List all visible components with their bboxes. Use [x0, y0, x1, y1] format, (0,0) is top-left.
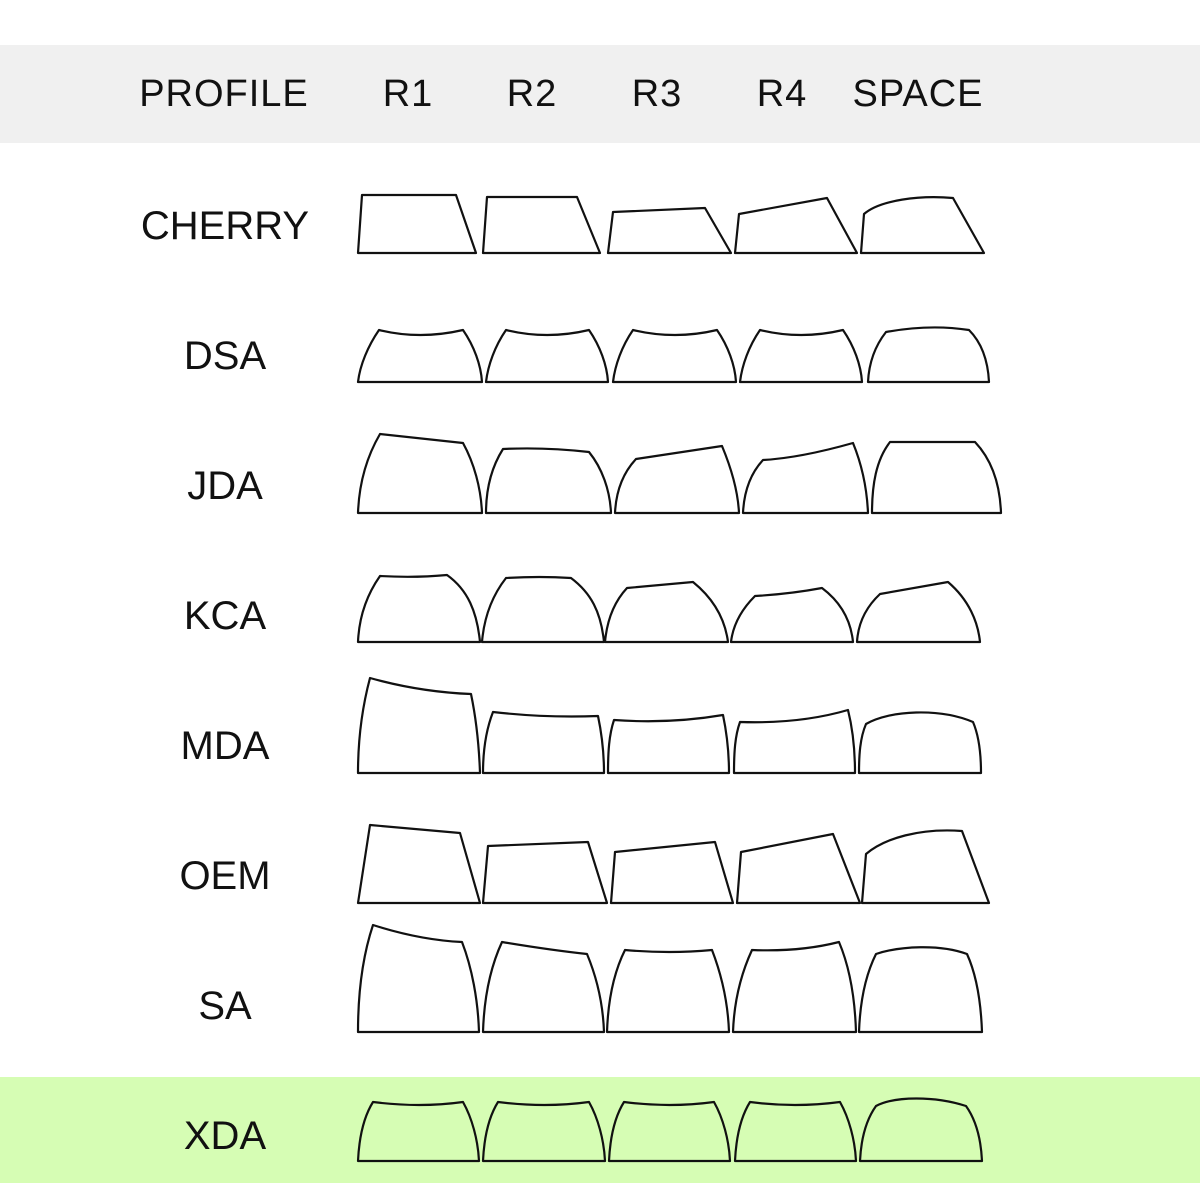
keycap-jda-r4: [741, 441, 870, 515]
keycap-oem-r3: [609, 840, 735, 905]
keycap-cherry-r2: [481, 195, 602, 255]
row-mda: [356, 676, 983, 775]
profile-label-sa: SA: [198, 984, 252, 1028]
profile-label-oem: OEM: [179, 854, 271, 898]
header-r4: R4: [756, 73, 808, 115]
keycap-sa-r2: [481, 940, 606, 1034]
keycap-mda-r2: [481, 710, 606, 775]
keycap-dsa-r4: [738, 328, 864, 384]
keycap-jda-space: [870, 440, 1003, 515]
row-cherry: [356, 193, 986, 255]
keycap-dsa-r1: [356, 328, 484, 384]
keycap-sa-r3: [605, 948, 731, 1034]
keycap-dsa-r3: [611, 328, 738, 384]
keycap-cherry-space: [859, 196, 986, 255]
keycap-sa-r1: [356, 923, 481, 1034]
keycap-jda-r2: [484, 447, 613, 515]
header-bar: [0, 45, 1200, 143]
keycap-jda-r3: [613, 444, 741, 515]
row-oem: [356, 823, 991, 905]
keycap-mda-space: [857, 711, 983, 775]
row-sa: [356, 923, 984, 1034]
keycap-dsa-r2: [484, 328, 610, 384]
keycap-cherry-r4: [733, 196, 859, 255]
keycap-jda-r1: [356, 432, 484, 515]
keycap-kca-r1: [356, 573, 482, 644]
profile-label-xda: XDA: [183, 1114, 267, 1158]
keycap-oem-r2: [481, 840, 609, 905]
keycap-sa-space: [857, 946, 984, 1034]
header-space: SPACE: [852, 73, 984, 115]
keycap-dsa-space: [866, 326, 991, 384]
row-dsa: [356, 326, 991, 384]
keycap-kca-space: [855, 580, 982, 644]
profile-label-cherry: CHERRY: [140, 204, 310, 248]
keycap-kca-r3: [603, 580, 730, 644]
keycap-oem-r1: [356, 823, 482, 905]
header-r3: R3: [631, 73, 683, 115]
keycap-sa-r4: [731, 940, 858, 1034]
header-r2: R2: [506, 73, 558, 115]
keycap-mda-r3: [606, 713, 731, 775]
keycap-mda-r4: [732, 708, 857, 775]
keycap-cherry-r3: [606, 206, 733, 255]
header-r1: R1: [382, 73, 434, 115]
keycap-kca-r2: [480, 575, 606, 644]
profile-label-jda: JDA: [187, 464, 263, 508]
keycap-kca-r4: [729, 586, 855, 644]
keycap-mda-r1: [356, 676, 482, 775]
row-jda: [356, 432, 1003, 515]
keycap-oem-space: [860, 829, 991, 905]
profile-label-dsa: DSA: [183, 334, 267, 378]
keycap-cherry-r1: [356, 193, 478, 255]
profile-label-mda: MDA: [180, 724, 270, 768]
row-kca: [356, 573, 982, 644]
header-profile: PROFILE: [139, 73, 309, 115]
profile-label-kca: KCA: [183, 594, 267, 638]
keycap-oem-r4: [735, 832, 862, 905]
